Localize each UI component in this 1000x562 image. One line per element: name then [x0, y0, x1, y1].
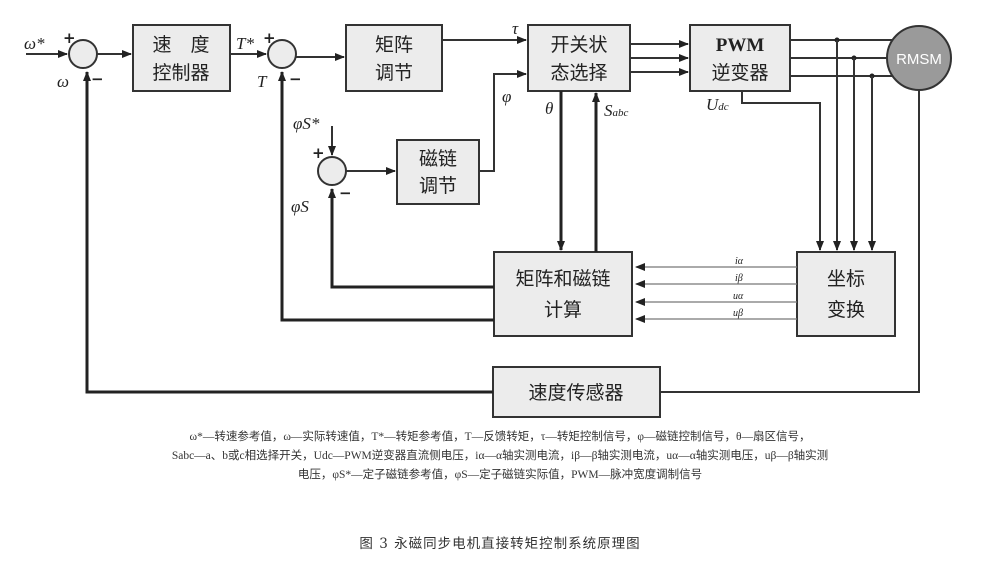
torque-ref-label: T* [236, 34, 254, 53]
svg-text:矩阵和磁链: 矩阵和磁链 [515, 268, 610, 290]
speed-sensor-block: 速度传感器 [492, 366, 661, 418]
switch-state-selection-block: 开关状 态选择 [527, 24, 631, 92]
theta-label: θ [545, 99, 553, 118]
svg-text:+: + [263, 29, 276, 47]
torque-summing-junction [267, 39, 297, 69]
torque-regulator-block: 矩阵 调节 [345, 24, 443, 92]
svg-text:调节: 调节 [375, 62, 413, 84]
sabc-label: Sabc [604, 101, 629, 120]
speed-controller-block: 速 度 控制器 [132, 24, 231, 92]
svg-text:PWM: PWM [716, 35, 765, 56]
pwm-inverter-block: PWM 逆变器 [689, 24, 791, 92]
flux-label: φS [291, 197, 309, 216]
udc-label: Udc [706, 95, 729, 114]
svg-text:调节: 调节 [419, 175, 457, 197]
svg-text:−: − [91, 70, 104, 88]
omega-label: ω [57, 72, 69, 91]
flux-regulator-block: 磁链 调节 [396, 139, 480, 205]
dtc-block-diagram: 速 度 控制器 矩阵 调节 开关状 态选择 PWM 逆变器 RMSM 磁链 调节… [24, 19, 952, 418]
ibeta-label: iβ [735, 273, 743, 284]
ualpha-label: uα [733, 291, 744, 302]
phi-label: φ [502, 87, 511, 106]
symbol-legend: ω*—转速参考值，ω—实际转速值，T*—转矩参考值，T—反馈转矩，τ—转矩控制信… [70, 428, 930, 485]
svg-text:RMSM: RMSM [896, 51, 942, 68]
torque-label: T [257, 72, 268, 91]
legend-line: ω*—转速参考值，ω—实际转速值，T*—转矩参考值，T—反馈转矩，τ—转矩控制信… [189, 431, 811, 443]
svg-text:逆变器: 逆变器 [711, 62, 768, 84]
ialpha-label: iα [735, 256, 744, 267]
svg-text:+: + [63, 29, 76, 47]
svg-text:计算: 计算 [544, 299, 582, 321]
svg-text:控制器: 控制器 [152, 62, 209, 84]
tau-label: τ [512, 19, 519, 38]
legend-line: Sabc—a、b或c相选择开关，Udc—PWM逆变器直流侧电压，iα—α轴实测电… [171, 450, 829, 462]
svg-text:+: + [312, 144, 325, 162]
torque-flux-calculation-block: 矩阵和磁链 计算 [493, 251, 633, 337]
omega-ref-label: ω* [24, 34, 45, 53]
figure-caption: 图 3 永磁同步电机直接转矩控制系统原理图 [359, 536, 641, 552]
motor-rmsm: RMSM [886, 25, 952, 91]
svg-text:态选择: 态选择 [550, 62, 607, 84]
svg-text:坐标: 坐标 [827, 268, 865, 290]
svg-text:开关状: 开关状 [550, 34, 607, 56]
coordinate-transform-block: 坐标 变换 [796, 251, 896, 337]
flux-ref-label: φS* [293, 114, 320, 133]
svg-text:速 度: 速 度 [152, 34, 209, 56]
svg-text:磁链: 磁链 [419, 148, 457, 170]
ubeta-label: uβ [733, 308, 743, 319]
svg-text:速度传感器: 速度传感器 [528, 382, 623, 404]
svg-text:矩阵: 矩阵 [375, 34, 413, 56]
legend-line: 电压，φS*—定子磁链参考值，φS—定子磁链实际值，PWM—脉冲宽度调制信号 [297, 469, 703, 481]
svg-text:变换: 变换 [827, 299, 865, 321]
svg-text:−: − [339, 184, 352, 202]
svg-text:−: − [289, 70, 302, 88]
